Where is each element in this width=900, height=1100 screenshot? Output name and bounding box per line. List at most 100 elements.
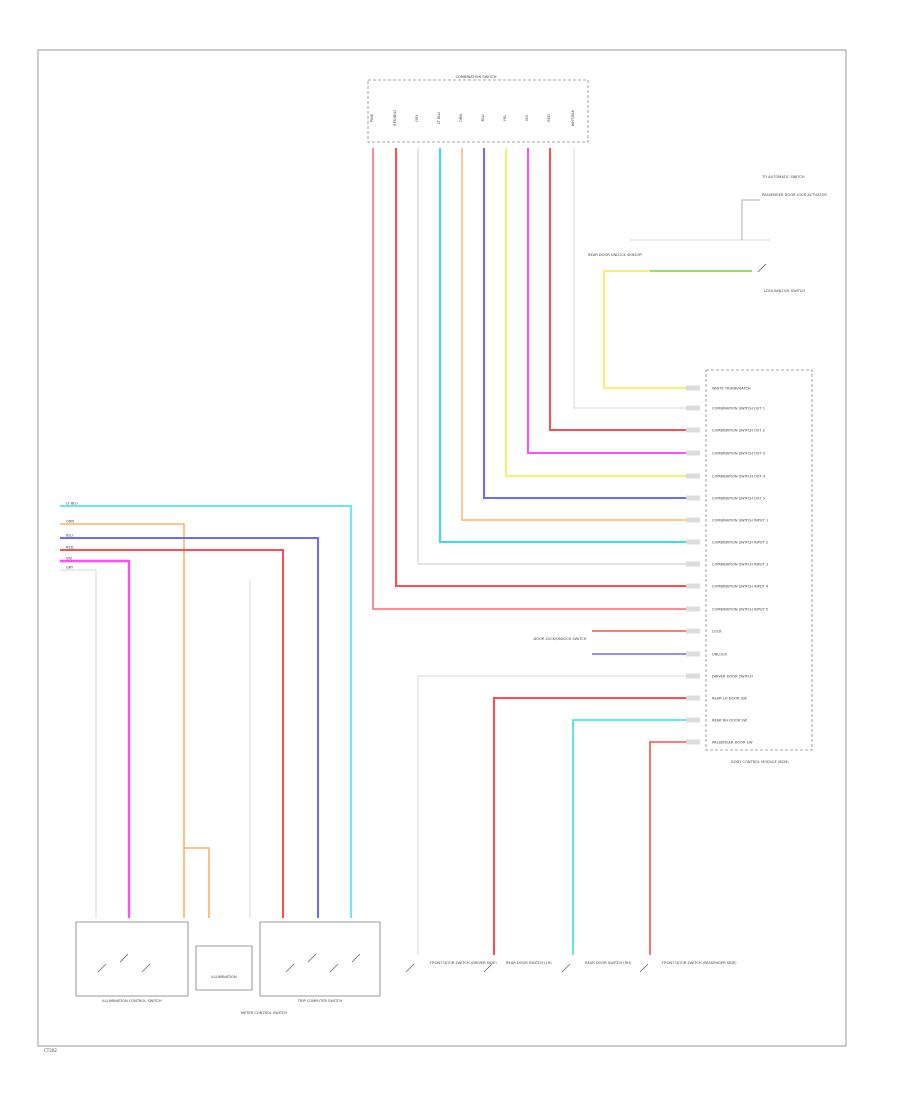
control-unit-label: BODY CONTROL MODULE (BCM) bbox=[731, 760, 789, 764]
wire-orange bbox=[461, 148, 686, 521]
top-right-label-3: REAR DOOR UNLOCK SENSOR bbox=[588, 253, 642, 257]
combination-switch-connector bbox=[367, 79, 589, 143]
left-connector-label-2: ORN bbox=[66, 520, 74, 524]
wire-driver-door bbox=[417, 675, 686, 955]
pin-connector-1 bbox=[686, 385, 700, 391]
switch-contact-8 bbox=[405, 963, 415, 973]
pin-connector-4 bbox=[686, 450, 700, 456]
wire-gray bbox=[417, 148, 686, 565]
pin-connector-13 bbox=[686, 651, 700, 657]
control-unit-pin-13: UNLOCK bbox=[712, 653, 728, 657]
wire-yellow bbox=[505, 148, 686, 477]
control-unit-pin-3: COMBINATION SWITCH OUT 2 bbox=[712, 429, 765, 433]
pin-connector-8 bbox=[686, 539, 700, 545]
pin-connector-2 bbox=[686, 405, 700, 411]
wire-light-gray bbox=[573, 148, 686, 409]
wire-left-red bbox=[60, 549, 284, 918]
trip-computer-switch-label: TRIP COMPUTER SWITCH bbox=[297, 999, 343, 1003]
pin-connector-9 bbox=[686, 561, 700, 567]
control-unit-pin-15: REAR LH DOOR SW bbox=[712, 697, 747, 701]
illumination-control-switch-label: ILLUMINATION CONTROL SWITCH bbox=[102, 999, 162, 1003]
pin-connector-11 bbox=[686, 606, 700, 612]
top-right-label-2: PASSENGER DOOR LOCK ACTUATOR bbox=[762, 193, 827, 197]
combination-switch-title: COMBINATION SWITCH bbox=[456, 75, 497, 79]
control-unit-pin-11: COMBINATION SWITCH INPUT 5 bbox=[712, 608, 768, 612]
switch-contact-1 bbox=[97, 963, 107, 973]
top-right-label-1: TO AUTOMATIC SWITCH bbox=[761, 175, 805, 179]
pin-connector-6 bbox=[686, 495, 700, 501]
wire-left-gray bbox=[60, 569, 97, 918]
top-right-label-4: LOCK/UNLOCK SWITCH bbox=[764, 289, 805, 293]
wire-passenger-door bbox=[649, 741, 686, 955]
control-unit-box bbox=[705, 369, 813, 751]
control-unit-pin-2: COMBINATION SWITCH OUT 1 bbox=[712, 407, 765, 411]
switch-contact-4 bbox=[285, 963, 295, 973]
pin-connector-12 bbox=[686, 628, 700, 634]
wire-left-cyan bbox=[60, 505, 352, 918]
control-unit-pin-7: COMBINATION SWITCH INPUT 1 bbox=[712, 519, 768, 523]
wire-left-magenta bbox=[60, 559, 131, 918]
left-connector-label-6: GRY bbox=[66, 566, 74, 570]
illumination-box bbox=[195, 945, 253, 991]
wire-pink bbox=[372, 148, 686, 610]
top-pin-label-9: RED bbox=[547, 114, 551, 122]
top-pin-label-5: ORN bbox=[459, 114, 463, 122]
switch-contact-3 bbox=[141, 963, 151, 973]
footer-code: CT202 bbox=[44, 1048, 57, 1053]
left-connector-label-3: BLU bbox=[66, 534, 73, 538]
wire-top-right-riser bbox=[741, 199, 760, 240]
control-unit-pin-10: COMBINATION SWITCH INPUT 4 bbox=[712, 585, 769, 589]
meter-control-switch-label: METER CONTROL SWITCH bbox=[241, 1011, 288, 1015]
wire-left-orange bbox=[60, 523, 185, 918]
left-connector-label-5: VIO bbox=[66, 557, 73, 561]
driver-door-switch-label: FRONT DOOR SWITCH (DRIVER SIDE) bbox=[430, 961, 497, 965]
top-pin-label-6: BLU bbox=[481, 114, 485, 121]
illumination-control-switch-box bbox=[75, 921, 189, 997]
pin-connector-14 bbox=[686, 673, 700, 679]
control-unit-pin-6: COMBINATION SWITCH OUT 5 bbox=[712, 497, 765, 501]
switch-contact-5 bbox=[307, 953, 317, 963]
wires-layer bbox=[60, 148, 770, 973]
top-pin-label-3: GRY bbox=[415, 114, 419, 122]
top-pin-label-1: PINK bbox=[370, 113, 374, 122]
top-pin-label-10: WHT/BLK bbox=[571, 109, 575, 126]
top-pin-label-7: YEL bbox=[503, 115, 507, 121]
pin-connector-17 bbox=[686, 739, 700, 745]
wire-rear-lh-door bbox=[493, 697, 686, 955]
rear-lh-door-switch-label: REAR DOOR SWITCH (LH) bbox=[506, 961, 552, 965]
switch-contact-10 bbox=[561, 963, 571, 973]
control-unit-pin-9: COMBINATION SWITCH INPUT 3 bbox=[712, 563, 768, 567]
control-unit-pin-5: COMBINATION SWITCH OUT 4 bbox=[712, 475, 766, 479]
wire-yellow-green-a bbox=[603, 270, 686, 389]
top-pin-label-2: RED/BLU bbox=[393, 110, 397, 126]
control-unit-pins-layer bbox=[686, 385, 700, 745]
control-unit-pin-12: LOCK bbox=[712, 630, 722, 634]
lock-unlock-switch-label: DOOR LOCK/UNLOCK SWITCH bbox=[534, 637, 587, 641]
wire-left-blue bbox=[60, 537, 319, 918]
switch-contact-12 bbox=[757, 263, 767, 273]
pin-connector-16 bbox=[686, 717, 700, 723]
control-unit-pin-16: REAR RH DOOR SW bbox=[712, 719, 748, 723]
diagram-frame bbox=[37, 49, 847, 1047]
control-unit-pin-4: COMBINATION SWITCH OUT 3 bbox=[712, 452, 765, 456]
top-pin-label-8: VIO bbox=[525, 115, 529, 122]
wire-magenta bbox=[527, 148, 686, 454]
left-connector-label-4: RED bbox=[66, 546, 74, 550]
switch-contact-7 bbox=[351, 953, 361, 963]
pin-connector-10 bbox=[686, 583, 700, 589]
top-pin-label-4: LT BLU bbox=[437, 112, 441, 124]
wire-cyan bbox=[439, 148, 686, 543]
control-unit-pin-8: COMBINATION SWITCH INPUT 2 bbox=[712, 541, 768, 545]
wire-rear-rh-door bbox=[572, 719, 686, 955]
switch-contact-9 bbox=[483, 963, 493, 973]
wire-red-blu bbox=[395, 148, 686, 587]
wire-red bbox=[549, 148, 686, 431]
pin-connector-15 bbox=[686, 695, 700, 701]
passenger-door-switch-label: FRONT DOOR SWITCH (PASSENGER SIDE) bbox=[662, 961, 737, 965]
rear-rh-door-switch-label: REAR DOOR SWITCH (RH) bbox=[585, 961, 632, 965]
pin-connector-7 bbox=[686, 517, 700, 523]
illumination-label: ILLUMINATION bbox=[211, 975, 237, 979]
wire-blue bbox=[483, 148, 686, 499]
